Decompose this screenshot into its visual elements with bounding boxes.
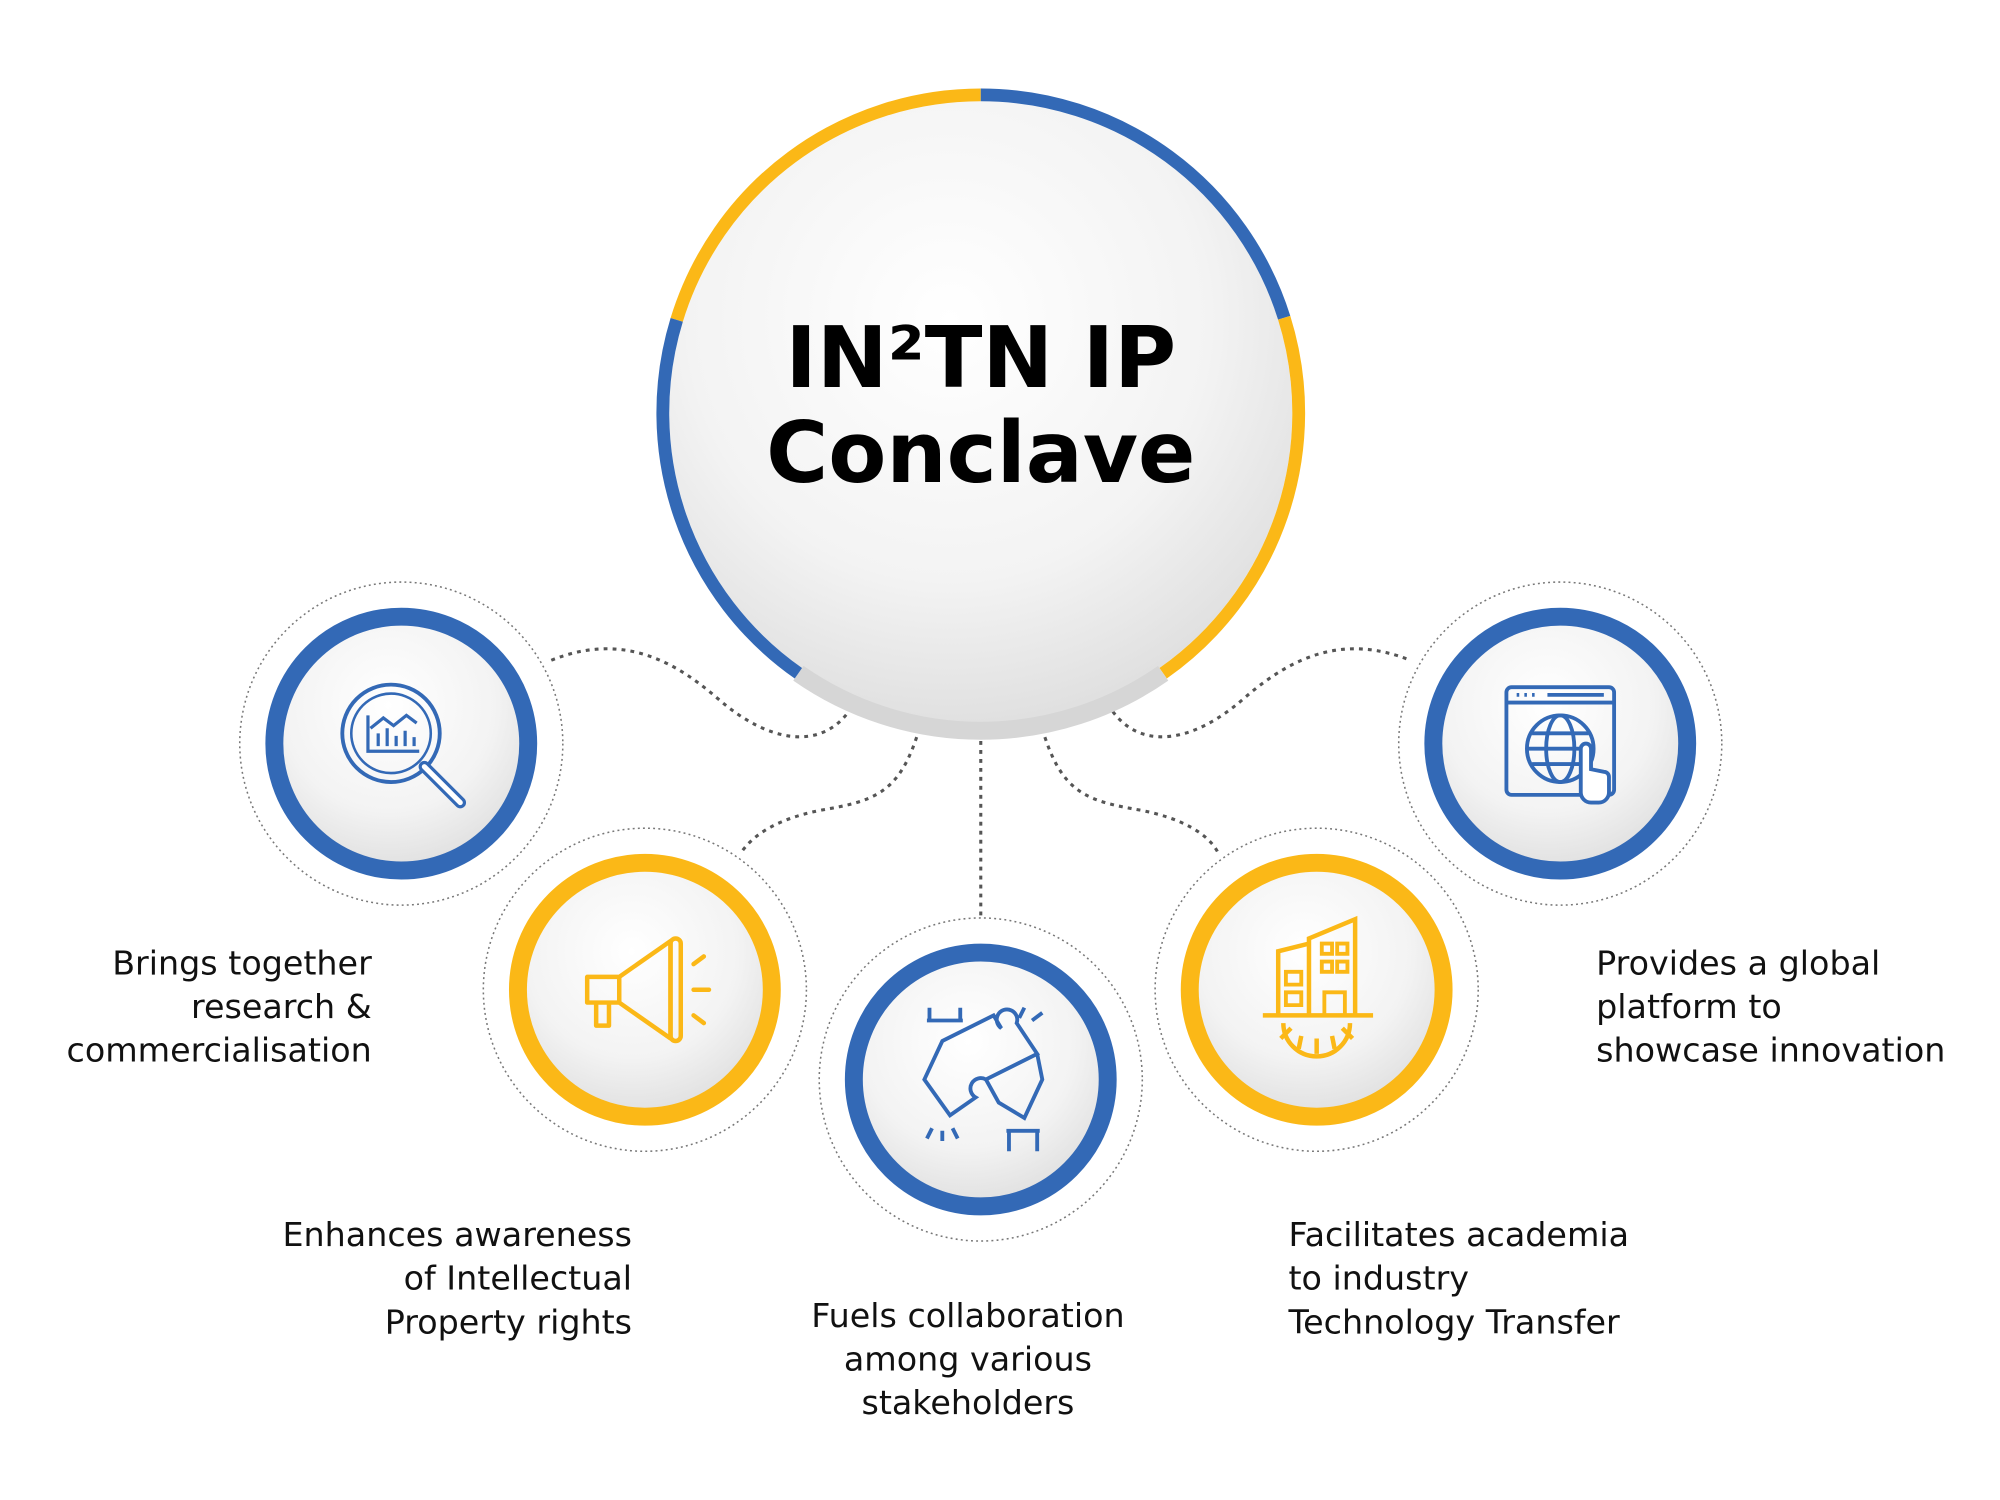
dotted-ring [818,917,1144,1242]
browser-globe-icon [1504,685,1617,805]
connector-1 [550,647,850,739]
node-label: Fuels collaboration among various stakehol… [811,1296,1124,1422]
ring-arc-yellow [1159,315,1306,679]
node-label: Provides a global platform to showcase inn… [1596,943,1945,1069]
connector-4 [1043,736,1220,854]
node-label-line: Brings together [112,943,372,982]
node-label-line: among various [844,1340,1092,1379]
node-3: Fuels collaboration among various stakehol… [811,917,1144,1422]
dotted-ring [1154,827,1479,1153]
node-label-line: platform to [1596,987,1782,1026]
dotted-ring [238,581,564,906]
connectors [550,647,1411,917]
dotted-ring [1397,581,1723,906]
megaphone-icon [584,936,712,1044]
node-label-line: commercialisation [67,1031,372,1070]
center-node: IN²TN IP Conclave [656,88,1306,740]
node-label-line: to industry [1288,1259,1469,1298]
center-ring [656,88,1306,740]
connector-2 [739,736,919,854]
node-label-line: Facilitates academia [1288,1215,1629,1254]
magnifier-chart-icon [340,682,467,809]
icon-circle [265,607,538,880]
icon-circle [508,853,781,1126]
icon-circle [1180,853,1453,1126]
node-1: Brings together research & commercialisati… [67,581,564,1070]
node-5: Provides a global platform to showcase inn… [1397,581,1945,1070]
ring-arc-blue [980,88,1291,320]
dotted-ring [482,827,808,1153]
ring-arc-blue [656,317,803,679]
node-label-line: showcase innovation [1596,1031,1945,1070]
node-label-line: of Intellectual [404,1259,632,1298]
center-circle [669,101,1293,725]
building-gear-icon [1262,915,1374,1059]
node-label-line: Provides a global [1596,943,1880,982]
node-label-line: Enhances awareness [282,1215,632,1254]
node-label: Brings together research & commercialisati… [67,943,373,1069]
icon-circle [1424,607,1697,880]
node-label-line: Fuels collaboration [811,1296,1124,1335]
title-line-1: IN²TN IP [785,308,1176,407]
node-label-line: research & [191,987,372,1026]
ring-arc-gray [793,665,1169,740]
ring-arc-yellow [670,88,981,322]
title-line-2: Conclave [766,403,1195,502]
node-label-line: stakeholders [861,1383,1074,1422]
puzzle-hands-icon [922,1006,1045,1152]
node-label-line: Technology Transfer [1287,1302,1620,1341]
node-label-line: Property rights [385,1302,632,1341]
